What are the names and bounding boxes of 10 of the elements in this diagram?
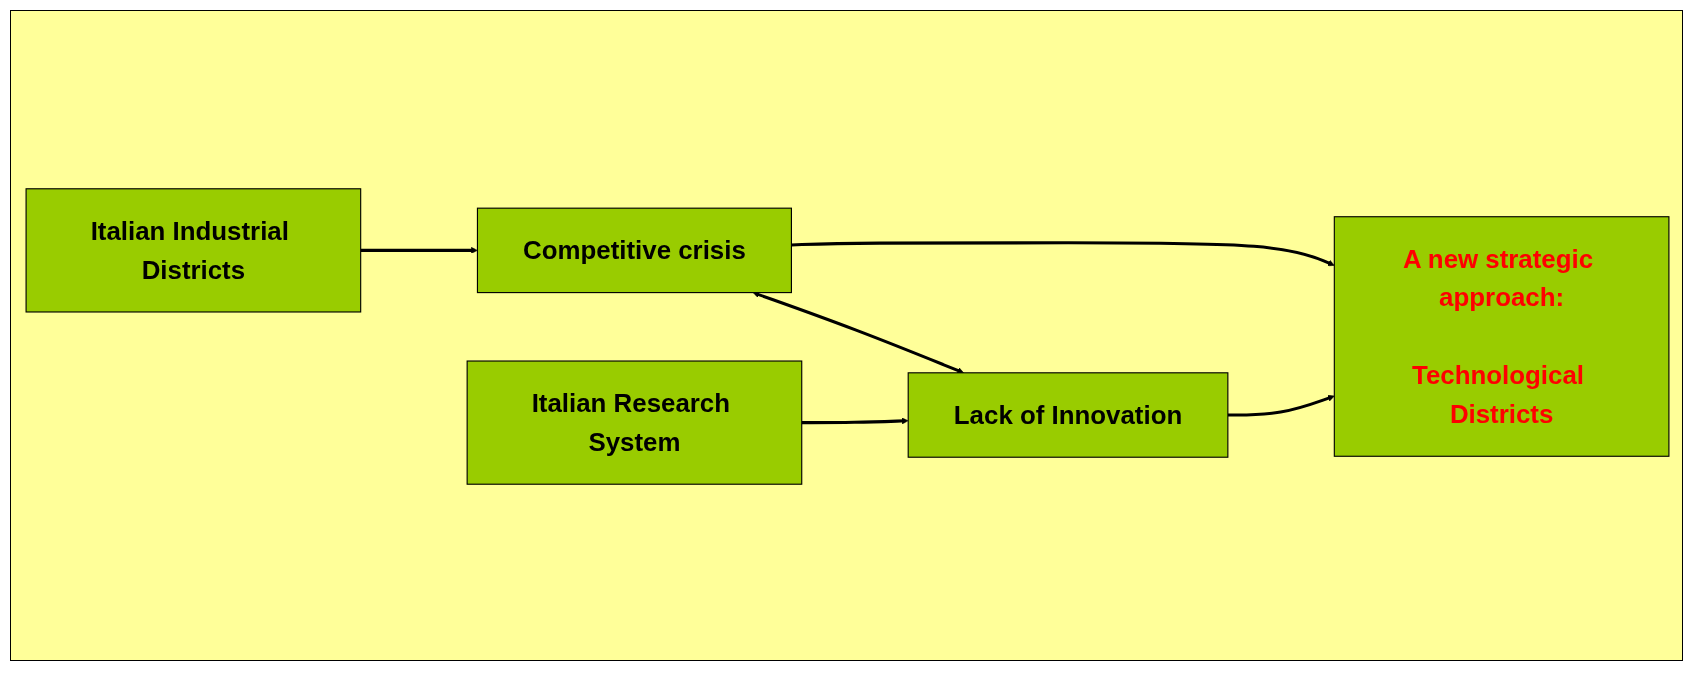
node-box: Competitive crisis: [476, 207, 792, 294]
node-box: Lack of Innovation: [907, 372, 1229, 458]
arrow: [801, 417, 909, 425]
arrow: [752, 291, 964, 374]
node-box: Italian Industrial Districts: [25, 188, 362, 313]
node-box: A new strategic approach: Technological Districts: [1333, 216, 1670, 457]
arrow: [360, 247, 478, 254]
arrow: [791, 241, 1335, 267]
arrow: [1227, 394, 1335, 417]
node-box: Italian Research System: [466, 360, 803, 485]
